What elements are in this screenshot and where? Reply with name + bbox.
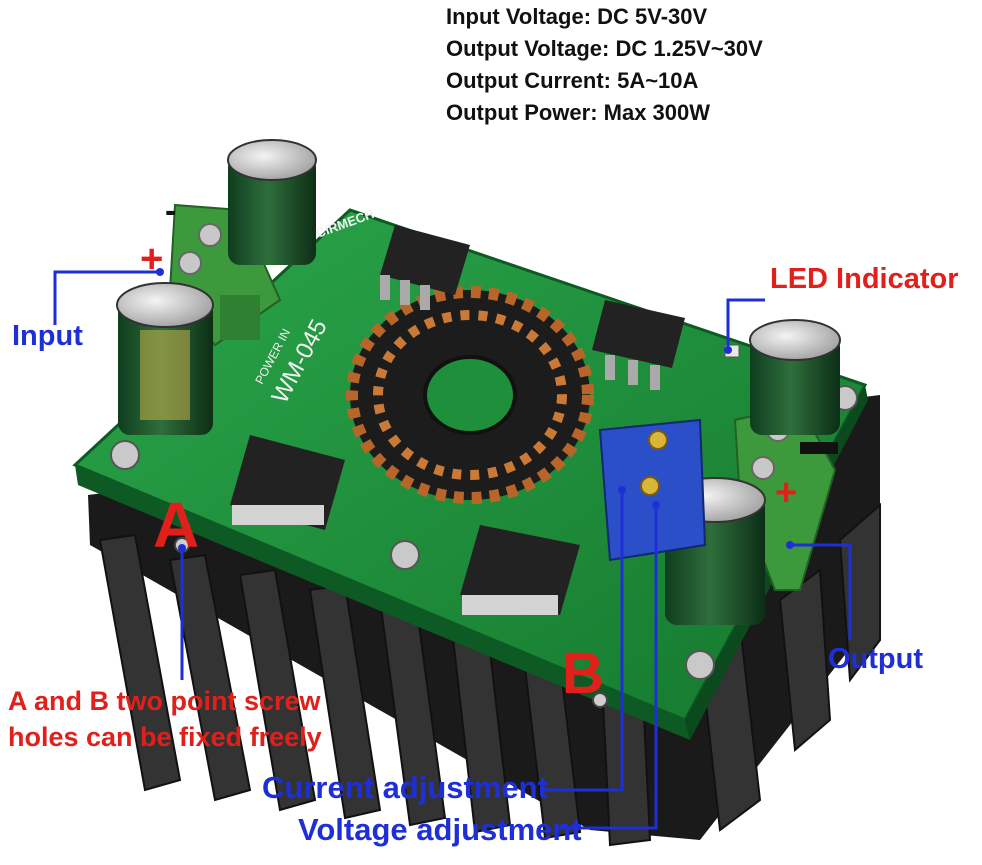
marker-b: B <box>562 641 604 706</box>
spec-output-voltage: Output Voltage: DC 1.25V~30V <box>446 36 763 61</box>
callout-led-indicator: LED Indicator <box>770 263 959 295</box>
callout-lines <box>53 270 852 830</box>
spec-input-voltage: Input Voltage: DC 5V-30V <box>446 4 708 29</box>
trimmer-potentiometers <box>598 418 707 562</box>
capacitor-output-upper <box>749 319 841 435</box>
diode-bottom <box>460 525 580 615</box>
mosfet-top <box>380 225 470 310</box>
callout-screw-holes-line2: holes can be fixed freely <box>8 722 322 752</box>
callout-output: Output <box>828 643 924 675</box>
current-callout-line <box>540 490 624 792</box>
chip-left <box>230 435 345 530</box>
output-callout-line <box>790 543 852 640</box>
voltage-callout-line <box>560 505 658 830</box>
spec-output-current: Output Current: 5A~10A <box>446 68 699 93</box>
callout-voltage-adjustment: Voltage adjustment <box>298 812 582 847</box>
callout-screw-holes-line1: A and B two point screw <box>8 686 321 716</box>
callout-input: Input <box>12 320 83 352</box>
output-plus-mark: + <box>775 472 797 514</box>
mosfet-right <box>592 300 685 390</box>
input-minus-mark: - <box>165 192 176 230</box>
capacitor-input-small <box>227 139 317 265</box>
led-callout-line <box>726 298 765 350</box>
spec-output-power: Output Power: Max 300W <box>446 100 711 125</box>
output-minus-mark <box>800 442 838 454</box>
capacitor-input-large <box>116 282 214 435</box>
toroid-inductor <box>346 286 594 504</box>
marker-a: A <box>153 489 200 561</box>
callout-current-adjustment: Current adjustment <box>262 770 548 805</box>
input-callout-line <box>53 270 160 325</box>
